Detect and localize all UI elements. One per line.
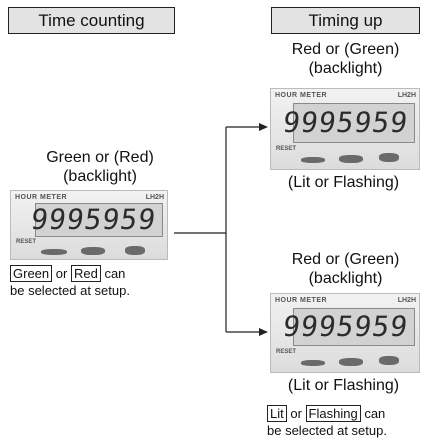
or-text: or — [290, 406, 302, 421]
can-text: can — [364, 406, 386, 421]
lcd-window: 9995959 — [29, 203, 163, 237]
left-setup-note: Green or Red can be selected at setup. — [10, 265, 130, 299]
display-model-tag: LH2H — [397, 297, 416, 304]
display-key — [379, 356, 399, 365]
or-text: or — [55, 266, 68, 281]
left-hour-meter-display: HOUR METER LH2H 9995959 RESET — [10, 190, 168, 260]
option-lit-box: Lit — [267, 405, 287, 422]
right-top-color-label-line1: Red or (Green) — [291, 41, 400, 58]
display-key — [339, 155, 363, 163]
reset-label: RESET — [276, 146, 297, 152]
arrowhead-top-icon — [259, 123, 268, 131]
left-color-label: Green or (Red) (backlight) — [10, 148, 190, 186]
left-setup-note-line2: be selected at setup. — [10, 283, 130, 298]
right-top-mode-label: (Lit or Flashing) — [287, 174, 400, 191]
left-color-label-line2: (backlight) — [63, 168, 137, 185]
display-key — [81, 247, 105, 255]
display-key — [301, 360, 325, 366]
display-key — [125, 246, 145, 255]
option-flashing-box: Flashing — [305, 405, 361, 422]
right-setup-note-line1: Lit or Flashing can — [267, 405, 387, 422]
left-color-label-line1: Green or (Red) — [46, 149, 154, 166]
display-model-tag: LH2H — [397, 92, 416, 99]
display-key — [379, 153, 399, 162]
can-text: can — [104, 266, 126, 281]
display-key — [41, 249, 67, 255]
lcd-window: 9995959 — [281, 103, 415, 143]
display-brand: HOUR METER — [275, 92, 328, 99]
right-setup-note: Lit or Flashing can be selected at setup… — [267, 405, 387, 439]
display-brand: HOUR METER — [275, 297, 328, 304]
lcd-digits: 9995959 — [280, 310, 411, 343]
right-bottom-color-label: Red or (Green) (backlight) — [266, 250, 425, 288]
right-top-hour-meter-display: HOUR METER LH2H 9995959 RESET — [270, 88, 420, 170]
lcd-digits: 9995959 — [280, 106, 411, 139]
left-setup-note-line1: Green or Red can — [10, 265, 130, 282]
display-brand: HOUR METER — [15, 194, 68, 201]
right-bottom-color-label-line2: (backlight) — [308, 270, 383, 287]
timing-up-header: Timing up — [271, 7, 420, 34]
reset-label: RESET — [276, 349, 297, 355]
right-bottom-hour-meter-display: HOUR METER LH2H 9995959 RESET — [270, 293, 420, 373]
reset-label: RESET — [16, 239, 37, 245]
right-setup-note-line2: be selected at setup. — [267, 423, 387, 438]
option-green-box: Green — [10, 265, 53, 282]
arrowhead-bottom-icon — [259, 328, 268, 336]
lcd-window: 9995959 — [281, 308, 415, 346]
lcd-digits: 9995959 — [28, 203, 159, 236]
time-counting-header: Time counting — [8, 7, 175, 34]
display-key — [339, 358, 363, 366]
display-key — [301, 157, 325, 163]
right-top-color-label: Red or (Green) (backlight) — [266, 40, 425, 78]
right-top-color-label-line2: (backlight) — [308, 60, 383, 77]
right-bottom-mode-label: (Lit or Flashing) — [287, 377, 400, 394]
display-model-tag: LH2H — [145, 194, 164, 201]
option-red-box: Red — [70, 265, 101, 282]
right-bottom-color-label-line1: Red or (Green) — [291, 251, 400, 268]
